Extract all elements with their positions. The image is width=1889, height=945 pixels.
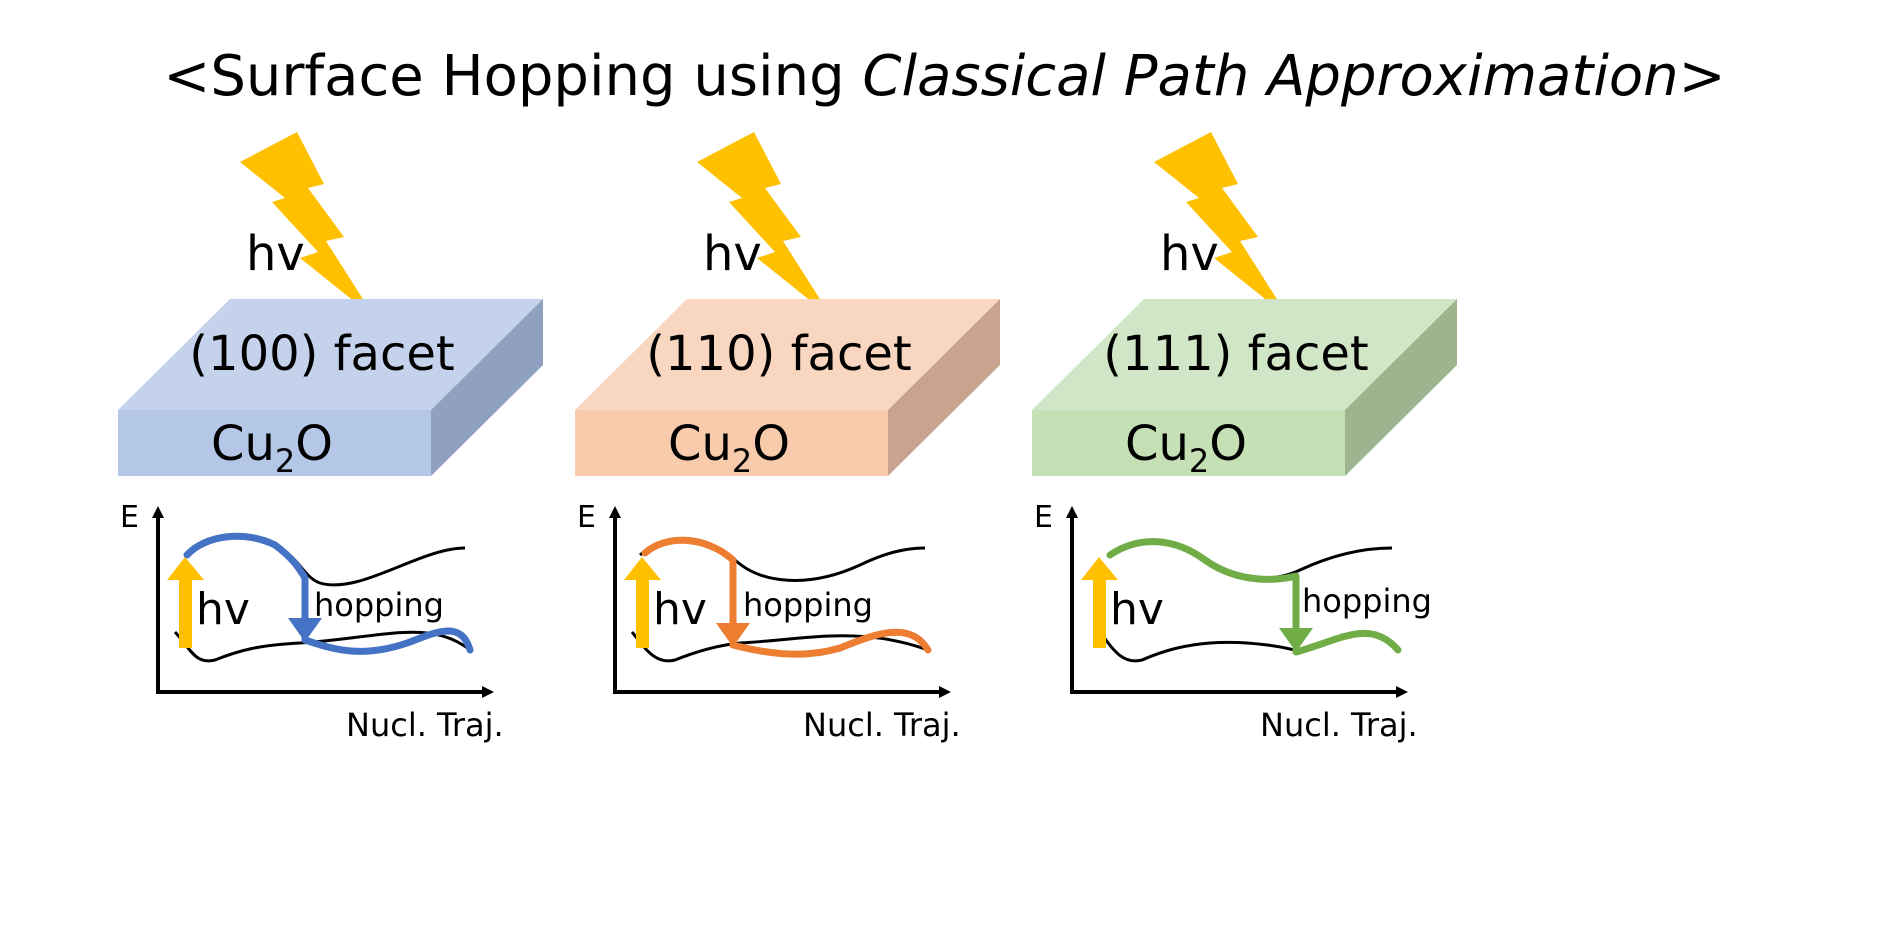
lightning-bolt-icon <box>240 132 375 318</box>
hop-arrow-head-icon <box>1279 628 1313 652</box>
photon-label: hv <box>1160 226 1219 282</box>
hopping-label: hopping <box>1302 582 1432 620</box>
slab-side-face <box>888 299 1000 476</box>
facet-label: (100) facet <box>189 326 454 382</box>
lightning-bolt-icon <box>697 132 832 318</box>
hop-arrow-head-icon <box>288 618 322 642</box>
photon-label: hv <box>703 226 762 282</box>
slab-side-face <box>431 299 543 476</box>
material-suffix: O <box>752 416 790 472</box>
diagram-title: <Surface Hopping using Classical Path Ap… <box>0 42 1889 112</box>
excitation-arrow-shaft <box>1093 578 1106 648</box>
excitation-arrow-shaft <box>636 578 649 648</box>
excitation-label: hv <box>196 584 250 635</box>
upper-energy-surface <box>188 534 466 587</box>
trajectory-axis-label: Nucl. Traj. <box>1260 706 1418 744</box>
title-prefix: Surface Hopping using <box>210 44 863 109</box>
photon-label: hv <box>246 226 305 282</box>
hopping-label: hopping <box>743 586 873 624</box>
slab-front-face <box>1032 410 1345 476</box>
lower-energy-surface <box>173 630 471 663</box>
hopping-label: hopping <box>314 586 444 624</box>
hop-arrow-head-icon <box>716 623 750 647</box>
facet-label: (111) facet <box>1103 326 1368 382</box>
energy-axis-label: E <box>120 500 139 535</box>
upper-energy-surface <box>1109 540 1393 580</box>
title-italic-phrase: Classical Path Approximation <box>862 44 1679 109</box>
slab-top-face <box>118 299 543 410</box>
material-subscript: 2 <box>1189 442 1209 480</box>
lightning-bolt-icon <box>1154 132 1289 318</box>
material-label: Cu2O <box>668 416 790 480</box>
material-base: Cu <box>211 416 275 472</box>
excitation-arrow-up-icon <box>1081 557 1118 580</box>
material-base: Cu <box>668 416 732 472</box>
slab-top-face <box>575 299 1000 410</box>
excitation-arrow-up-icon <box>167 557 204 580</box>
slab-front-face <box>118 410 431 476</box>
title-open-bracket: < <box>163 44 211 109</box>
title-close-bracket: > <box>1678 44 1726 109</box>
trajectory-axis-label: Nucl. Traj. <box>803 706 961 744</box>
slab-front-face <box>575 410 888 476</box>
hopping-trajectory <box>1106 538 1402 656</box>
material-suffix: O <box>295 416 333 472</box>
excitation-label: hv <box>653 584 707 635</box>
material-subscript: 2 <box>732 442 752 480</box>
excitation-label: hv <box>1110 584 1164 635</box>
slab-side-face <box>1345 299 1457 476</box>
excitation-arrow-shaft <box>179 578 192 648</box>
material-suffix: O <box>1209 416 1247 472</box>
material-subscript: 2 <box>275 442 295 480</box>
facet-label: (110) facet <box>646 326 911 382</box>
slab-top-face <box>1032 299 1457 410</box>
material-label: Cu2O <box>211 416 333 480</box>
trajectory-axis-label: Nucl. Traj. <box>346 706 504 744</box>
excitation-arrow-up-icon <box>624 557 661 580</box>
energy-axis-label: E <box>1034 500 1053 535</box>
material-label: Cu2O <box>1125 416 1247 480</box>
energy-axis-label: E <box>577 500 596 535</box>
material-base: Cu <box>1125 416 1189 472</box>
hopping-trajectory <box>641 536 932 658</box>
upper-energy-surface <box>639 536 926 582</box>
